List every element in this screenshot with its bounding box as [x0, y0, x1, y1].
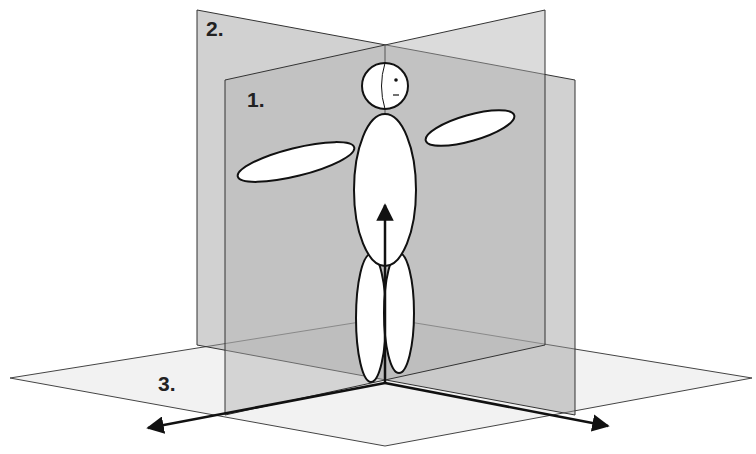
- plane-two: [197, 10, 575, 415]
- eye: [394, 78, 398, 82]
- axes: [148, 205, 608, 428]
- head: [362, 63, 408, 109]
- plane-one: [225, 10, 545, 415]
- callout-number: 2.: [206, 17, 224, 41]
- right-axis: [385, 383, 608, 426]
- right-arm: [422, 103, 518, 153]
- head-line: [382, 63, 386, 109]
- left-leg: [356, 254, 386, 382]
- vertical-axis: [384, 205, 387, 383]
- mouth: [393, 94, 399, 95]
- human-figure: [234, 63, 517, 382]
- callout-number: 3.: [158, 372, 176, 396]
- right-leg: [384, 253, 414, 373]
- left-arm: [234, 134, 357, 190]
- callout-number: 1.: [247, 88, 265, 112]
- left-axis: [148, 383, 385, 428]
